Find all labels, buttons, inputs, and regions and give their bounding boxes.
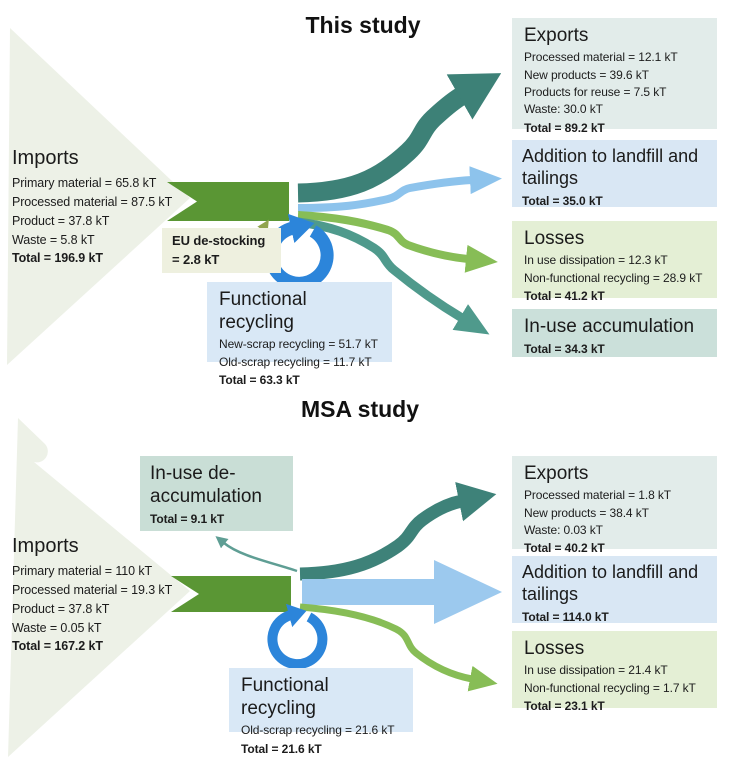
bottom-diagram-graphics [8, 418, 502, 757]
inuse-accumulation-heading: In-use accumulation [524, 316, 695, 337]
imports-line: Waste = 5.8 kT [12, 232, 95, 247]
losses-total: Total = 41.2 kT [524, 288, 605, 303]
functional-recycling-total: Total = 63.3 kT [219, 373, 300, 388]
top-inuse-accumulation-box: In-use accumulation Total = 34.3 kT [512, 309, 717, 357]
top-exports-box: Exports Processed material = 12.1 kT New… [512, 18, 717, 135]
exports-line: New products = 38.4 kT [524, 505, 649, 520]
imports-total: Total = 196.9 kT [12, 251, 103, 266]
bottom-inuse-deaccumulation-box: In-use de-accumulation Total = 9.1 kT [140, 456, 293, 531]
exports-line: Waste: 0.03 kT [524, 522, 603, 537]
top-losses-box: Losses In use dissipation = 12.3 kT Non-… [512, 221, 717, 303]
imports-total: Total = 167.2 kT [12, 639, 103, 654]
exports-heading: Exports [524, 25, 589, 46]
landfill-total: Total = 114.0 kT [522, 609, 609, 624]
functional-recycling-heading: Functional recycling [241, 675, 329, 720]
losses-line: Non-functional recycling = 28.9 kT [524, 270, 703, 285]
landfill-total: Total = 35.0 kT [522, 193, 603, 208]
top-functional-recycling-box: Functional recycling New-scrap recycling… [207, 282, 392, 387]
imports-line: Processed material = 87.5 kT [12, 195, 173, 210]
imports-line: Waste = 0.05 kT [12, 620, 102, 635]
functional-recycling-line: New-scrap recycling = 51.7 kT [219, 337, 378, 352]
bottom-flow-losses [299, 603, 498, 692]
exports-total: Total = 89.2 kT [524, 120, 605, 135]
bottom-flow-exports [299, 481, 497, 581]
top-imports-band [167, 182, 289, 221]
losses-total: Total = 23.1 kT [524, 698, 605, 713]
top-imports-triangle [7, 28, 190, 365]
landfill-heading: Addition to landfill and tailings [522, 562, 699, 604]
exports-total: Total = 40.2 kT [524, 541, 605, 556]
bottom-landfill-box: Addition to landfill and tailings Total … [512, 556, 717, 624]
imports-heading: Imports [12, 147, 79, 169]
inuse-deaccumulation-total: Total = 9.1 kT [150, 512, 225, 527]
landfill-heading: Addition to landfill and tailings [522, 146, 699, 188]
inuse-deaccumulation-heading: In-use de-accumulation [150, 463, 262, 508]
imports-line: Processed material = 19.3 kT [12, 583, 173, 598]
bottom-diagram-title: MSA study [301, 396, 419, 422]
top-flow-inuse-accumulation [297, 217, 490, 335]
exports-line: New products = 39.6 kT [524, 67, 649, 82]
exports-line: Processed material = 1.8 kT [524, 488, 672, 503]
exports-line: Waste: 30.0 kT [524, 102, 603, 117]
imports-line: Primary material = 110 kT [12, 564, 153, 579]
losses-line: Non-functional recycling = 1.7 kT [524, 680, 696, 695]
exports-line: Products for reuse = 7.5 kT [524, 84, 667, 99]
bottom-imports-label: Imports Primary material = 110 kT Proces… [12, 534, 194, 656]
top-flow-exports [297, 73, 502, 203]
top-diagram-graphics [7, 28, 502, 365]
eu-destocking-label: EU de-stocking [172, 233, 266, 248]
bottom-losses-box: Losses In use dissipation = 21.4 kT Non-… [512, 631, 717, 713]
imports-line: Product = 37.8 kT [12, 601, 110, 616]
exports-heading: Exports [524, 463, 589, 484]
losses-heading: Losses [524, 638, 585, 659]
top-diagram-title: This study [305, 12, 421, 38]
bottom-exports-box: Exports Processed material = 1.8 kT New … [512, 456, 717, 555]
losses-line: In use dissipation = 21.4 kT [524, 663, 668, 678]
imports-line: Primary material = 65.8 kT [12, 176, 157, 191]
top-imports-label: Imports Primary material = 65.8 kT Proce… [12, 146, 194, 268]
bottom-imports-band [171, 576, 291, 612]
inuse-accumulation-total: Total = 34.3 kT [524, 342, 605, 357]
imports-line: Product = 37.8 kT [12, 213, 110, 228]
functional-recycling-line: Old-scrap recycling = 21.6 kT [241, 723, 395, 738]
losses-line: In use dissipation = 12.3 kT [524, 253, 668, 268]
top-flow-losses [297, 211, 498, 273]
bottom-imports-triangle [8, 418, 190, 757]
top-flow-landfill [297, 166, 502, 212]
functional-recycling-total: Total = 21.6 kT [241, 741, 322, 756]
bottom-functional-recycling-box: Functional recycling Old-scrap recycling… [229, 668, 413, 756]
bottom-deaccumulation-arrow [215, 536, 298, 573]
exports-line: Processed material = 12.1 kT [524, 50, 678, 65]
top-eu-destocking-box: EU de-stocking = 2.8 kT [162, 228, 281, 273]
imports-heading: Imports [12, 535, 79, 557]
bottom-recycling-loop [267, 603, 328, 670]
functional-recycling-line: Old-scrap recycling = 11.7 kT [219, 354, 372, 369]
top-landfill-box: Addition to landfill and tailings Total … [512, 140, 717, 208]
functional-recycling-heading: Functional recycling [219, 289, 307, 334]
eu-destocking-value: = 2.8 kT [172, 251, 220, 267]
losses-heading: Losses [524, 228, 585, 249]
